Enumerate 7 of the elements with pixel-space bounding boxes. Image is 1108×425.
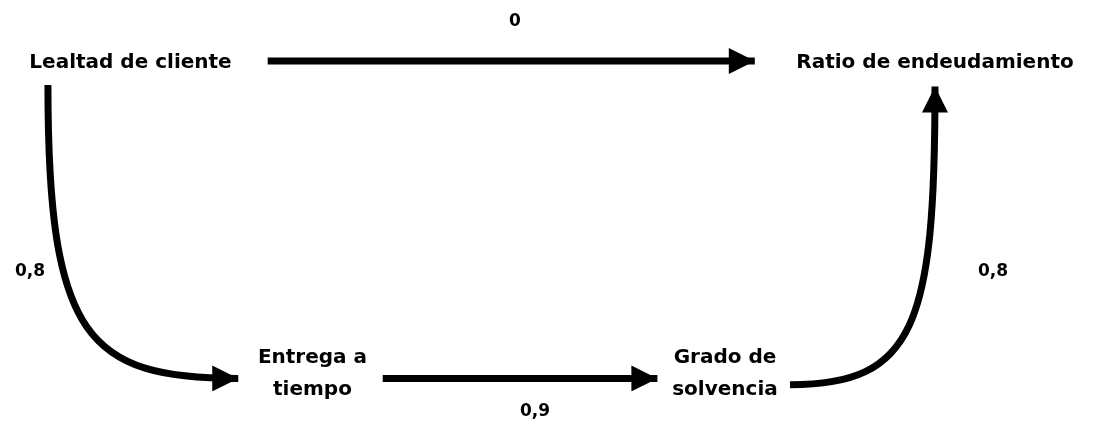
node-label: Grado de solvencia <box>671 343 779 402</box>
arrow <box>44 84 239 391</box>
node-label: Entrega a tiempo <box>256 343 369 402</box>
node-label: Lealtad de cliente <box>29 48 232 75</box>
arrow <box>382 365 658 392</box>
arrow <box>789 86 948 389</box>
node-label: Ratio de endeudamiento <box>796 48 1074 75</box>
